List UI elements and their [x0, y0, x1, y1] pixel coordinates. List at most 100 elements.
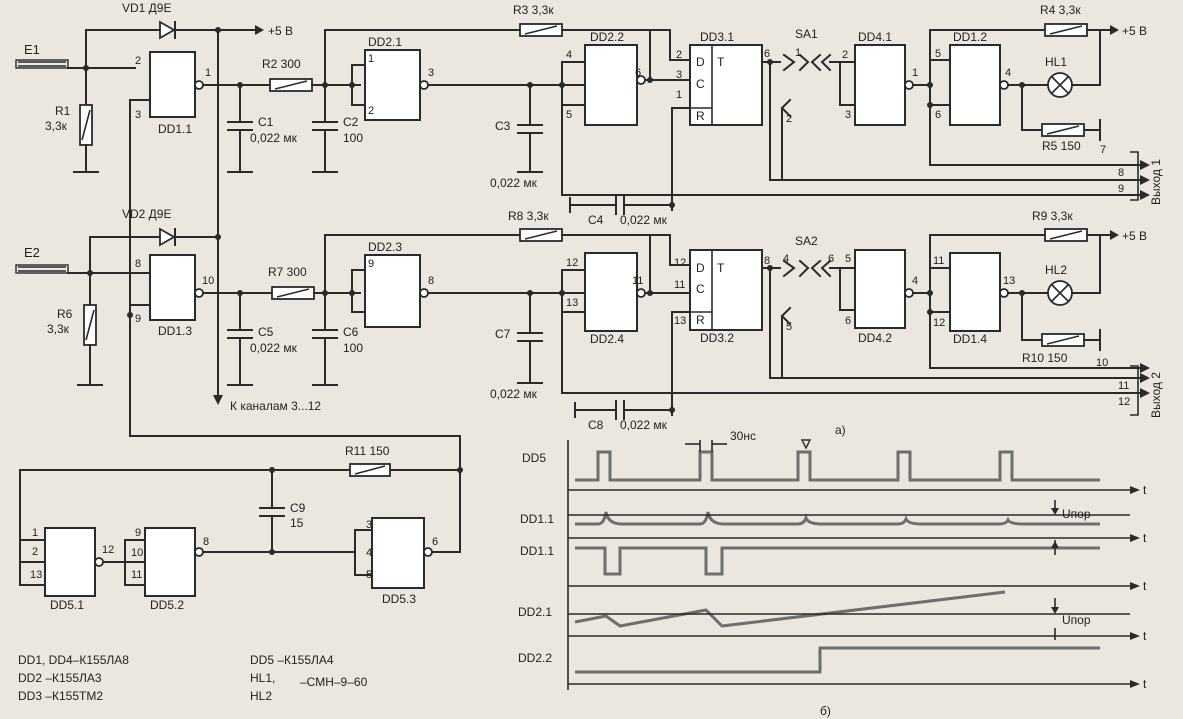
r10-label: R10 150: [1022, 351, 1068, 365]
component-legend: DD1, DD4–К155ЛА8 DD2 –К155ЛА3 DD3 –К155Т…: [18, 653, 368, 703]
r1-label: R1: [55, 104, 71, 118]
svg-text:7: 7: [1100, 144, 1106, 156]
dd4-1-label: DD4.1: [858, 30, 892, 44]
c5-label: C5: [258, 325, 274, 339]
c3-value: 0,022 мк: [490, 176, 538, 190]
hl2-label: HL2: [1045, 263, 1067, 277]
timing-label-dd5: DD5: [522, 451, 546, 465]
r6-value: 3,3к: [47, 322, 70, 336]
input-e1: E1: [15, 42, 69, 69]
waveform-dd2-1: [574, 590, 1006, 628]
to-channels-label: К каналам 3...12: [230, 399, 321, 413]
svg-text:9: 9: [1118, 183, 1124, 195]
switch-sa2: [782, 259, 796, 278]
vd2-label: VD2 Д9Е: [122, 207, 171, 221]
hl1-label: HL1: [1045, 55, 1067, 69]
svg-text:R: R: [696, 313, 705, 327]
gate-dd1-3: [149, 254, 196, 321]
svg-text:t: t: [1143, 629, 1147, 643]
diode-vd2: [159, 227, 176, 247]
c2-label: C2: [343, 115, 359, 129]
svg-text:DD2 –К155ЛА3: DD2 –К155ЛА3: [18, 671, 102, 685]
vd1-label: VD1 Д9Е: [122, 1, 171, 15]
svg-text:2: 2: [676, 49, 682, 61]
part-a-label: а): [835, 423, 846, 437]
waveform-dd1-1a: [575, 511, 1100, 526]
c8-label: C8: [588, 418, 604, 432]
dd1-4-label: DD1.4: [953, 332, 987, 346]
svg-text:2: 2: [368, 105, 374, 117]
svg-text:R: R: [696, 109, 705, 123]
svg-text:5: 5: [566, 109, 572, 121]
svg-text:5: 5: [845, 253, 851, 265]
svg-text:10: 10: [202, 275, 214, 287]
gate-dd5-1: [44, 527, 96, 597]
svg-text:t: t: [1143, 483, 1147, 497]
svg-text:T: T: [717, 261, 725, 275]
svg-text:1: 1: [795, 47, 801, 59]
waveform-dd5: [575, 450, 1100, 482]
r1-value: 3,3к: [45, 119, 68, 133]
svg-text:2: 2: [32, 546, 38, 558]
pulse-width-label: 30нс: [730, 429, 756, 443]
svg-text:6: 6: [828, 253, 834, 265]
svg-text:4: 4: [1005, 67, 1011, 79]
dd2-2-label: DD2.2: [590, 30, 624, 44]
c9-label: C9: [290, 501, 306, 515]
c9-value: 15: [290, 516, 304, 530]
svg-text:1: 1: [368, 53, 374, 65]
svg-text:11: 11: [933, 255, 944, 267]
svg-text:1: 1: [912, 67, 918, 79]
svg-text:8: 8: [203, 536, 209, 548]
c2-value: 100: [343, 131, 363, 145]
svg-text:1: 1: [32, 527, 38, 539]
svg-text:C: C: [696, 77, 705, 91]
svg-text:9: 9: [368, 258, 374, 270]
flipflop-dd3-2: [689, 249, 763, 331]
output-2-label: Выход 2: [1149, 372, 1163, 418]
dd3-2-label: DD3.2: [700, 331, 734, 345]
gate-dd1-2: [949, 44, 1001, 126]
svg-text:D: D: [696, 261, 705, 275]
svg-text:8: 8: [1118, 167, 1124, 179]
r2-label: R2 300: [262, 57, 301, 71]
dd3-1-label: DD3.1: [700, 30, 734, 44]
c6-value: 100: [343, 341, 363, 355]
part-b-label: б): [820, 704, 831, 718]
svg-text:3: 3: [135, 109, 141, 121]
e2-label: E2: [24, 245, 40, 260]
dd2-3-label: DD2.3: [368, 240, 402, 254]
e1-label: E1: [24, 42, 40, 57]
sa1-label: SA1: [795, 27, 818, 41]
waveform-dd2-2: [575, 646, 1100, 674]
dd5-1-label: DD5.1: [50, 598, 84, 612]
r8-label: R8 3,3к: [508, 209, 549, 223]
svg-text:13: 13: [1003, 275, 1015, 287]
c7-value: 0,022 мк: [490, 387, 538, 401]
plus5v-label-1: +5 В: [268, 24, 293, 38]
r6-label: R6: [57, 307, 73, 321]
gate-dd2-2: [584, 44, 638, 126]
svg-text:2: 2: [135, 55, 141, 67]
threshold-label-1: Uпор: [1062, 507, 1091, 521]
r4-label: R4 3,3к: [1040, 3, 1081, 17]
c5-value: 0,022 мк: [250, 341, 298, 355]
svg-text:4: 4: [566, 49, 572, 61]
svg-text:D: D: [696, 55, 705, 69]
svg-text:12: 12: [102, 544, 114, 556]
svg-text:4: 4: [912, 275, 918, 287]
timing-label-dd1-1b: DD1.1: [520, 544, 554, 558]
svg-text:T: T: [717, 55, 725, 69]
svg-text:DD3 –К155ТМ2: DD3 –К155ТМ2: [18, 689, 103, 703]
gate-dd5-2: [144, 527, 196, 597]
threshold-label-2: Uпор: [1062, 613, 1091, 627]
timing-label-dd1-1a: DD1.1: [520, 512, 554, 526]
r7-label: R7 300: [268, 265, 307, 279]
svg-text:11: 11: [131, 569, 142, 581]
diode-vd1: [159, 20, 176, 40]
sa2-label: SA2: [795, 234, 818, 248]
dd2-1-label: DD2.1: [368, 35, 402, 49]
c1-label: C1: [258, 115, 274, 129]
svg-text:t: t: [1143, 677, 1147, 691]
